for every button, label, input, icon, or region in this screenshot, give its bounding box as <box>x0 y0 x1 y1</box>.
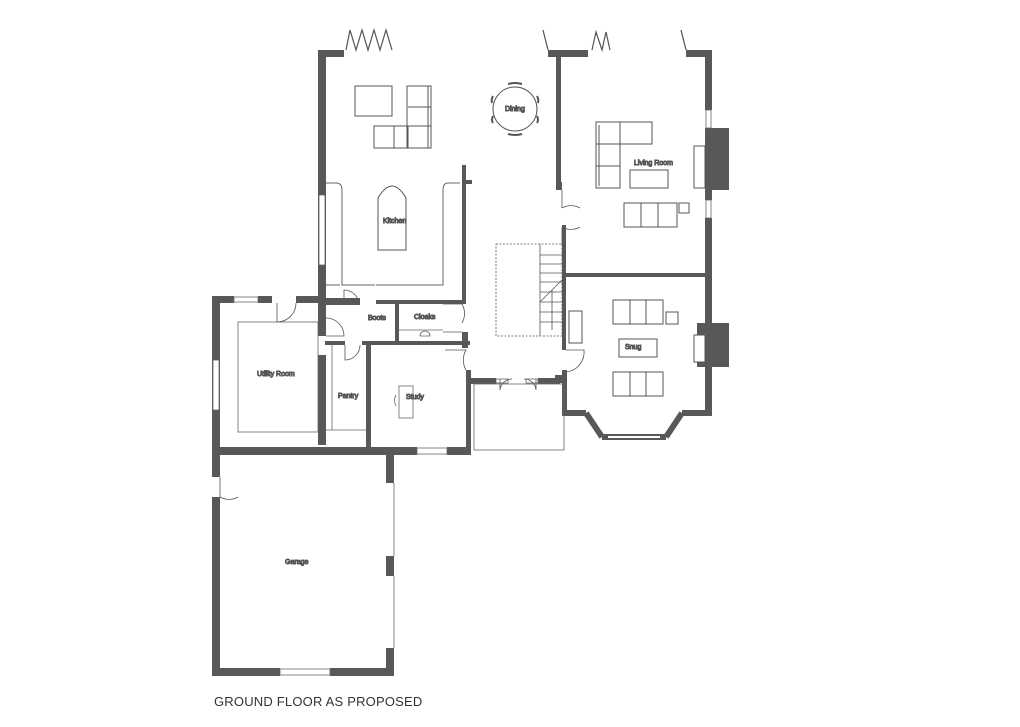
room-label-kitchen: Kitchen <box>383 218 406 225</box>
bay-window-walls <box>583 411 685 440</box>
room-label-living: Living Room <box>634 160 673 167</box>
bifold-doors <box>345 27 687 53</box>
drawing-title: GROUND FLOOR AS PROPOSED <box>214 694 423 709</box>
room-label-snug: Snug <box>625 344 641 351</box>
door-swings <box>219 190 585 500</box>
room-label-study: Study <box>406 394 424 401</box>
kitchen-island <box>377 185 407 251</box>
family-area-furniture <box>354 85 432 149</box>
kitchen-counters <box>326 182 460 286</box>
room-label-cloaks: Cloaks <box>414 314 436 321</box>
internal-partitions <box>237 321 565 648</box>
staircase <box>495 243 563 337</box>
room-label-boots: Boots <box>368 315 386 322</box>
living-room-furniture <box>595 121 706 228</box>
room-label-pantry: Pantry <box>338 393 359 400</box>
windows <box>212 109 712 676</box>
snug-furniture <box>568 299 706 397</box>
room-labels: Dining Living Room Kitchen Boots Cloaks … <box>257 106 674 567</box>
room-label-garage: Garage <box>285 559 308 566</box>
room-label-dining: Dining <box>505 106 525 113</box>
room-label-utility: Utility Room <box>257 371 295 378</box>
dining-table <box>490 82 540 136</box>
